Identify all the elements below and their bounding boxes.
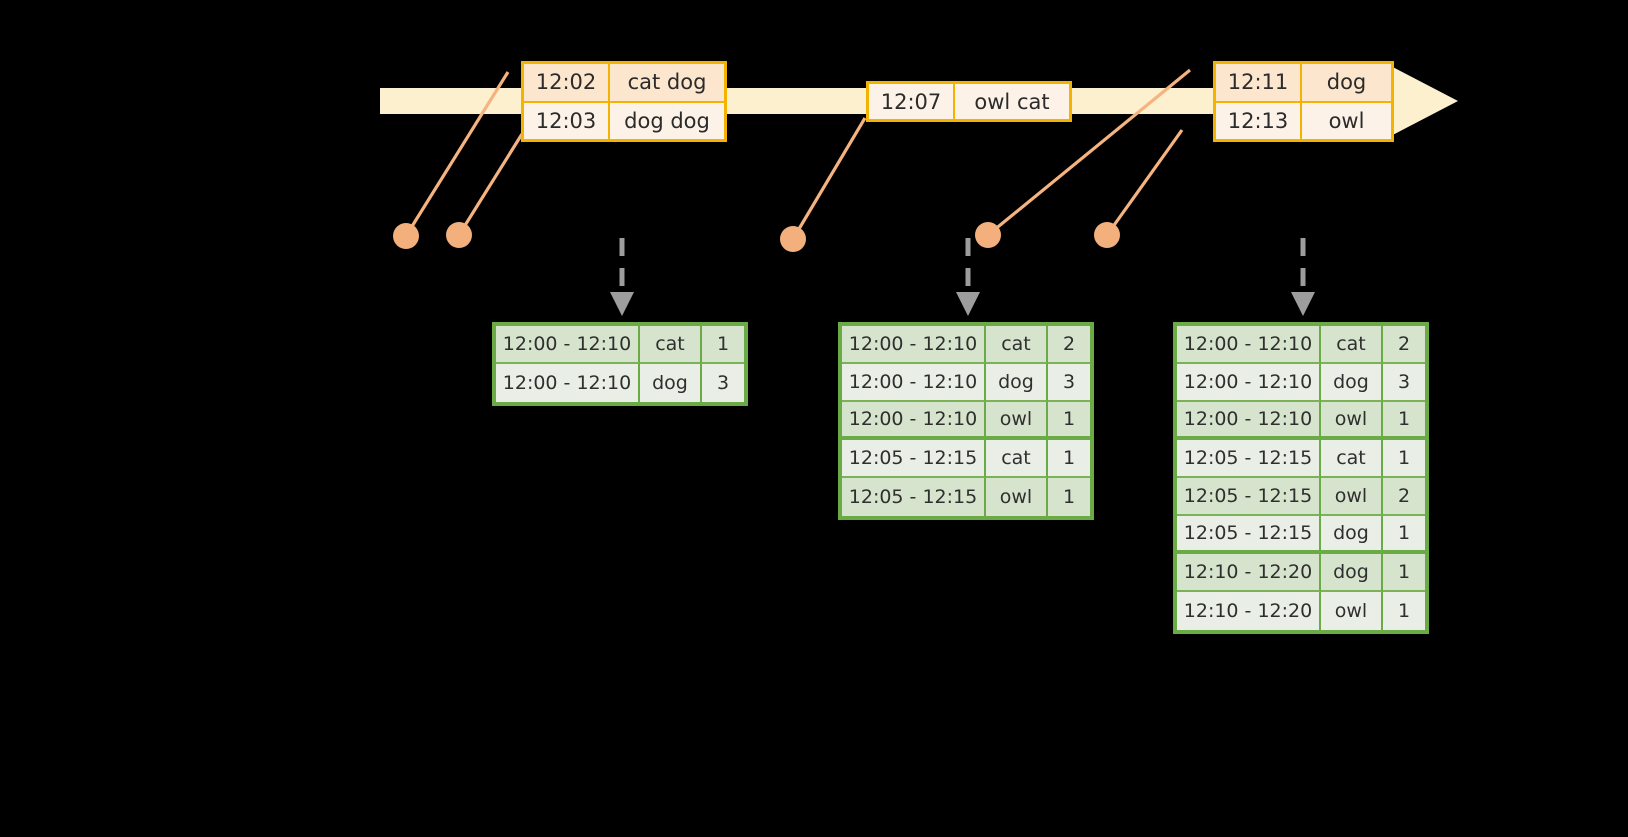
table-cell-window: 12:00 - 12:10 xyxy=(842,402,986,440)
table-cell-window: 12:05 - 12:15 xyxy=(842,478,986,516)
connector-line-5 xyxy=(1105,129,1184,236)
event-row: 12:11 dog xyxy=(1216,64,1391,101)
table-cell-count: 1 xyxy=(1048,440,1090,478)
table-cell-word: owl xyxy=(1321,592,1383,630)
table-cell-count: 2 xyxy=(1383,478,1425,516)
table-cell-window: 12:00 - 12:10 xyxy=(842,326,986,364)
connector-line-4 xyxy=(986,68,1192,237)
table-cell-count: 1 xyxy=(1383,516,1425,554)
table-cell-word: dog xyxy=(640,364,702,402)
event-time: 12:07 xyxy=(869,84,955,119)
table-cell-window: 12:10 - 12:20 xyxy=(1177,592,1321,630)
table-cell-count: 3 xyxy=(1048,364,1090,402)
table-cell-word: cat xyxy=(986,440,1048,478)
record-dot-4 xyxy=(975,222,1001,248)
table-cell-count: 1 xyxy=(1383,440,1425,478)
table-cell-count: 1 xyxy=(1383,592,1425,630)
table-cell-count: 2 xyxy=(1383,326,1425,364)
event-words: dog dog xyxy=(610,102,724,139)
event-row: 12:13 owl xyxy=(1216,100,1391,139)
connector-lines xyxy=(404,68,1192,240)
event-time: 12:02 xyxy=(524,64,610,101)
trigger-arrow-head-1 xyxy=(610,292,634,316)
table-cell-window: 12:10 - 12:20 xyxy=(1177,554,1321,592)
table-cell-count: 1 xyxy=(1048,402,1090,440)
trigger-arrow-head-2 xyxy=(956,292,980,316)
record-dot-2 xyxy=(446,222,472,248)
event-row: 12:07 owl cat xyxy=(869,84,1069,119)
event-group-1[interactable]: 12:02 cat dog 12:03 dog dog xyxy=(521,61,727,142)
table-cell-word: cat xyxy=(986,326,1048,364)
table-cell-window: 12:05 - 12:15 xyxy=(842,440,986,478)
table-cell-window: 12:00 - 12:10 xyxy=(842,364,986,402)
table-cell-window: 12:05 - 12:15 xyxy=(1177,440,1321,478)
event-time: 12:03 xyxy=(524,102,610,139)
event-time: 12:11 xyxy=(1216,64,1302,101)
table-cell-window: 12:00 - 12:10 xyxy=(1177,402,1321,440)
event-words: cat dog xyxy=(610,64,724,101)
table-cell-word: dog xyxy=(986,364,1048,402)
table-cell-count: 1 xyxy=(1383,554,1425,592)
table-cell-word: cat xyxy=(1321,326,1383,364)
table-cell-window: 12:05 - 12:15 xyxy=(1177,516,1321,554)
connector-line-3 xyxy=(791,117,867,240)
record-dot-5 xyxy=(1094,222,1120,248)
event-group-2[interactable]: 12:07 owl cat xyxy=(866,81,1072,122)
table-cell-count: 3 xyxy=(702,364,744,402)
table-cell-word: cat xyxy=(640,326,702,364)
event-words: dog xyxy=(1302,64,1391,101)
event-time: 12:13 xyxy=(1216,102,1302,139)
table-cell-window: 12:00 - 12:10 xyxy=(496,326,640,364)
record-dot-1 xyxy=(393,223,419,249)
connector-line-2 xyxy=(457,133,524,236)
record-dots xyxy=(393,222,1120,252)
table-cell-word: dog xyxy=(1321,554,1383,592)
table-cell-window: 12:00 - 12:10 xyxy=(1177,364,1321,402)
table-cell-word: cat xyxy=(1321,440,1383,478)
table-cell-word: owl xyxy=(1321,402,1383,440)
table-cell-window: 12:00 - 12:10 xyxy=(1177,326,1321,364)
event-row: 12:03 dog dog xyxy=(524,100,724,139)
table-cell-word: dog xyxy=(1321,516,1383,554)
trigger-arrows xyxy=(619,238,1306,292)
table-cell-count: 1 xyxy=(702,326,744,364)
table-cell-window: 12:05 - 12:15 xyxy=(1177,478,1321,516)
table-cell-count: 3 xyxy=(1383,364,1425,402)
trigger-arrow-heads xyxy=(610,292,1315,316)
event-row: 12:02 cat dog xyxy=(524,64,724,101)
table-cell-word: owl xyxy=(986,478,1048,516)
record-dot-3 xyxy=(780,226,806,252)
event-words: owl xyxy=(1302,102,1391,139)
table-cell-word: owl xyxy=(986,402,1048,440)
table-cell-word: dog xyxy=(1321,364,1383,402)
table-cell-word: owl xyxy=(1321,478,1383,516)
table-cell-window: 12:00 - 12:10 xyxy=(496,364,640,402)
event-group-3[interactable]: 12:11 dog 12:13 owl xyxy=(1213,61,1394,142)
table-cell-count: 1 xyxy=(1048,478,1090,516)
table-cell-count: 1 xyxy=(1383,402,1425,440)
trigger-arrow-head-3 xyxy=(1291,292,1315,316)
connector-line-1 xyxy=(404,71,510,237)
table-cell-count: 2 xyxy=(1048,326,1090,364)
event-words: owl cat xyxy=(955,84,1069,119)
